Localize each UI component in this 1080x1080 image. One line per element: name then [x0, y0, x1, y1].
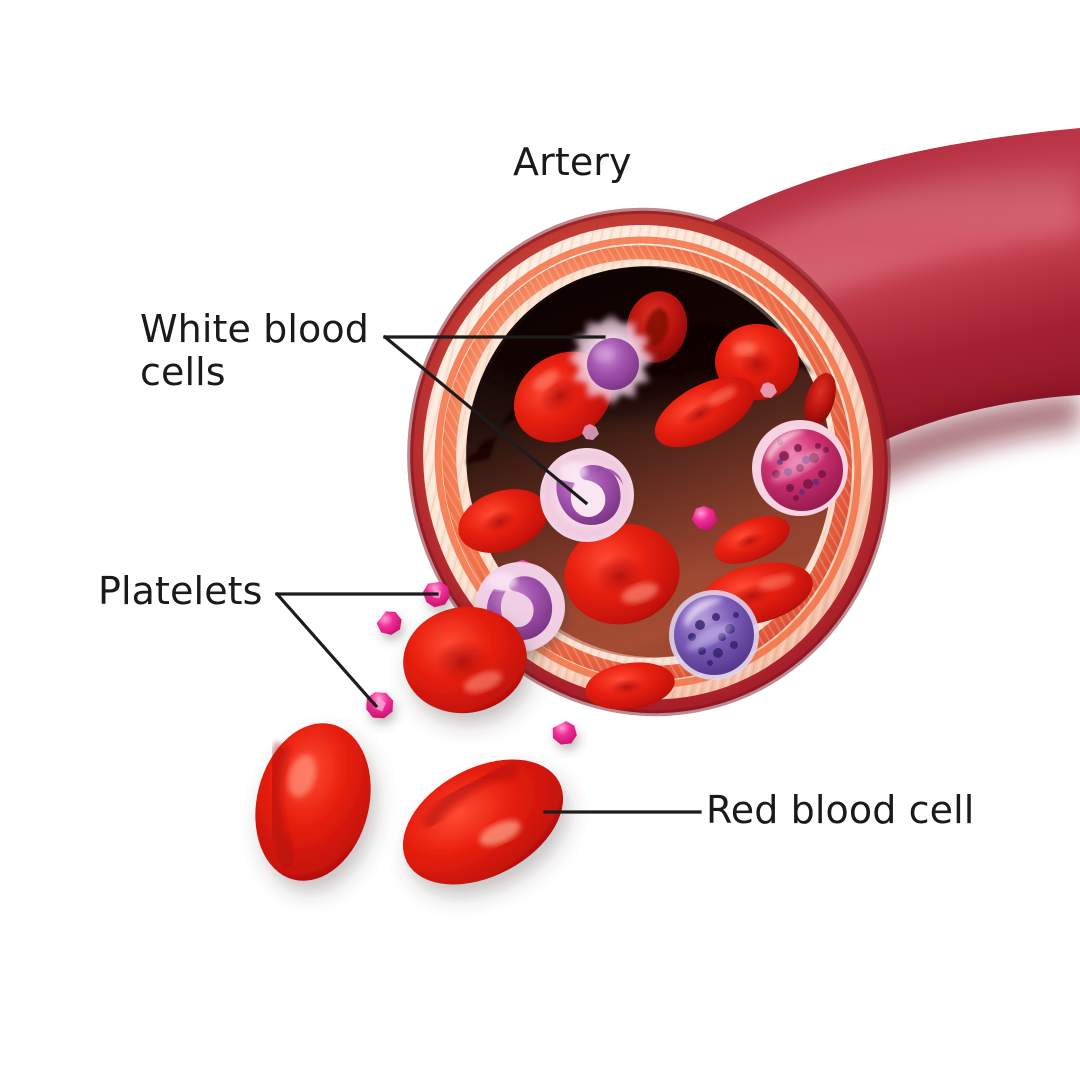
free-blood-cells	[255, 581, 577, 885]
platelet	[760, 382, 777, 398]
label-white-blood-cells-line1: White blood	[140, 307, 369, 351]
white-blood-cell	[752, 420, 848, 516]
red-blood-cell	[403, 606, 527, 714]
label-artery: Artery	[513, 140, 632, 184]
blood-cells-in-lumen	[458, 291, 848, 680]
leader-lines	[274, 334, 702, 814]
platelet	[552, 721, 577, 745]
red-blood-cell	[564, 523, 680, 625]
platelet	[691, 505, 718, 531]
red-blood-cell	[804, 373, 836, 427]
red-blood-cell	[654, 376, 756, 448]
white-blood-cell	[669, 590, 759, 680]
platelet	[582, 424, 599, 440]
label-white-blood-cells-line2: cells	[140, 349, 226, 394]
leader-platelets	[274, 591, 439, 709]
blood-cells-at-rim	[403, 562, 675, 714]
leader-white-blood-cells	[382, 334, 606, 506]
red-blood-cell	[458, 489, 548, 553]
label-red-blood-cell: Red blood cell	[706, 788, 975, 832]
red-blood-cell	[585, 662, 675, 710]
platelet	[376, 611, 402, 635]
red-blood-cell	[714, 516, 790, 564]
red-blood-cell	[255, 723, 371, 881]
white-blood-cell	[540, 448, 634, 542]
platelet	[366, 692, 394, 719]
label-platelets: Platelets	[98, 569, 263, 613]
red-blood-cell-labelled	[402, 759, 564, 885]
